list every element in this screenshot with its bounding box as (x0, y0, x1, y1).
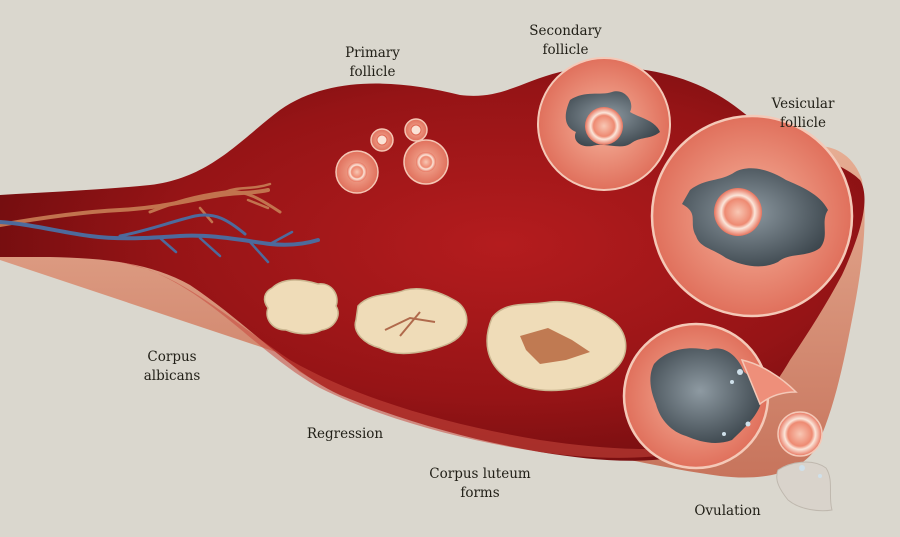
label-corpus-luteum-forms: Corpus luteum forms (429, 466, 531, 501)
primary-follicles (335, 118, 449, 194)
corpus-albicans-shape (263, 279, 339, 335)
ovary-lower-band (120, 262, 720, 458)
released-fluid (776, 461, 833, 512)
label-primary-follicle: Primary follicle (345, 45, 400, 80)
label-secondary-follicle: Secondary follicle (529, 23, 602, 58)
label-vesicular-follicle: Vesicular follicle (771, 96, 835, 131)
label-ovulation: Ovulation (694, 503, 761, 519)
blood-vessels (0, 182, 320, 264)
label-regression: Regression (306, 426, 384, 442)
secondary-follicle (537, 57, 671, 191)
vesicular-follicle (650, 114, 854, 318)
regression-shape (354, 288, 468, 355)
label-corpus-albicans: Corpus albicans (143, 349, 201, 384)
ovulating-follicle (622, 322, 833, 512)
corpus-bodies (263, 279, 627, 392)
